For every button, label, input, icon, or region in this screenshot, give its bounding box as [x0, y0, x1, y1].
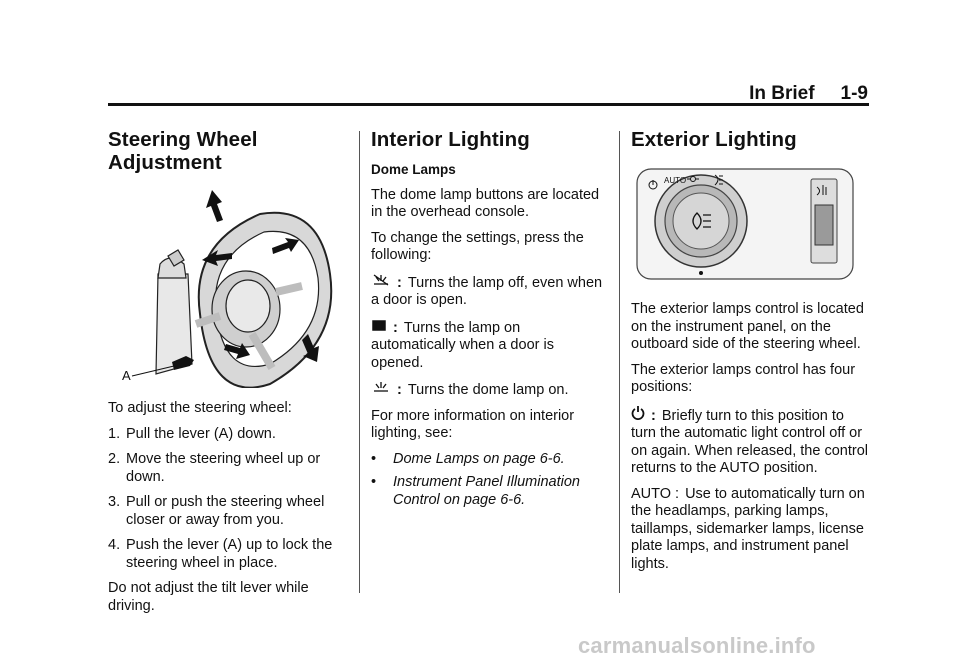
dome-lamps-subhead: Dome Lamps: [371, 162, 456, 177]
auto-label: AUTO: [664, 176, 686, 185]
section-title: In Brief: [749, 83, 815, 104]
headlamp-switch-illustration: AUTO: [636, 168, 854, 280]
dome-override-icon: [816, 185, 827, 196]
step-4: 4.Push the lever (A) up to lock the stee…: [108, 537, 333, 571]
lever-label: A: [122, 368, 131, 383]
steering-wheel-figure: A: [108, 184, 348, 389]
exterior-intro: The exterior lamps control is located on…: [631, 301, 864, 352]
dome-instruction: To change the settings, press the follow…: [371, 229, 584, 264]
auto-position-item: AUTO :Use to automatically turn on the h…: [631, 485, 865, 572]
page-number: 1-9: [840, 83, 868, 104]
column-divider-2: [619, 131, 620, 593]
interior-heading: Interior Lighting: [371, 128, 530, 151]
header-rule: [108, 103, 869, 106]
exterior-lamps-figure: AUTO: [631, 161, 869, 291]
dome-on-item: :Turns the dome lamp on.: [371, 380, 607, 400]
power-position-item: :Briefly turn to this position to turn t…: [631, 405, 869, 478]
column-divider-1: [359, 131, 360, 593]
headlamp-icon: [714, 174, 723, 186]
exterior-positions: The exterior lamps control has four posi…: [631, 361, 856, 396]
interior-more-info: For more information on interior lightin…: [371, 407, 575, 442]
steering-wheel-illustration: A: [122, 190, 333, 389]
dome-off-icon: [371, 273, 391, 293]
watermark: carmanualsonline.info: [578, 633, 816, 658]
step-3: 3.Pull or push the steering wheel closer…: [108, 494, 325, 528]
steering-note: Do not adjust the tilt lever while drivi…: [108, 580, 309, 614]
dome-on-icon: [371, 380, 391, 400]
dim-dial-icon: [699, 271, 703, 275]
power-position-icon: [631, 405, 645, 426]
step-2: 2.Move the steering wheel up or down.: [108, 451, 321, 485]
step-1: 1.Pull the lever (A) down.: [108, 425, 276, 442]
power-icon: [648, 180, 658, 190]
illumination-thumbwheel[interactable]: [814, 204, 834, 246]
column-interior: Interior Lighting Dome Lamps The dome la…: [371, 128, 607, 515]
steering-intro: To adjust the steering wheel:: [108, 400, 292, 416]
dome-off-item: :Turns the lamp off, even when a door is…: [371, 273, 603, 308]
dome-intro: The dome lamp buttons are located in the…: [371, 186, 600, 221]
running-header: In Brief 1-9: [108, 80, 868, 108]
dome-door-item: :Turns the lamp on automatically when a …: [371, 318, 554, 371]
ref-dome-lamps[interactable]: •Dome Lamps on page 6-6.: [371, 450, 565, 467]
ref-panel-illumination[interactable]: •Instrument Panel Illumination Control o…: [371, 474, 580, 508]
fog-lamp-icon: [692, 212, 711, 230]
exterior-heading: Exterior Lighting: [631, 128, 797, 151]
column-exterior: Exterior Lighting AUTO The exterior lamp…: [631, 128, 869, 581]
parking-lamp-icon: [687, 176, 699, 182]
door-lamp-icon: [371, 318, 387, 338]
